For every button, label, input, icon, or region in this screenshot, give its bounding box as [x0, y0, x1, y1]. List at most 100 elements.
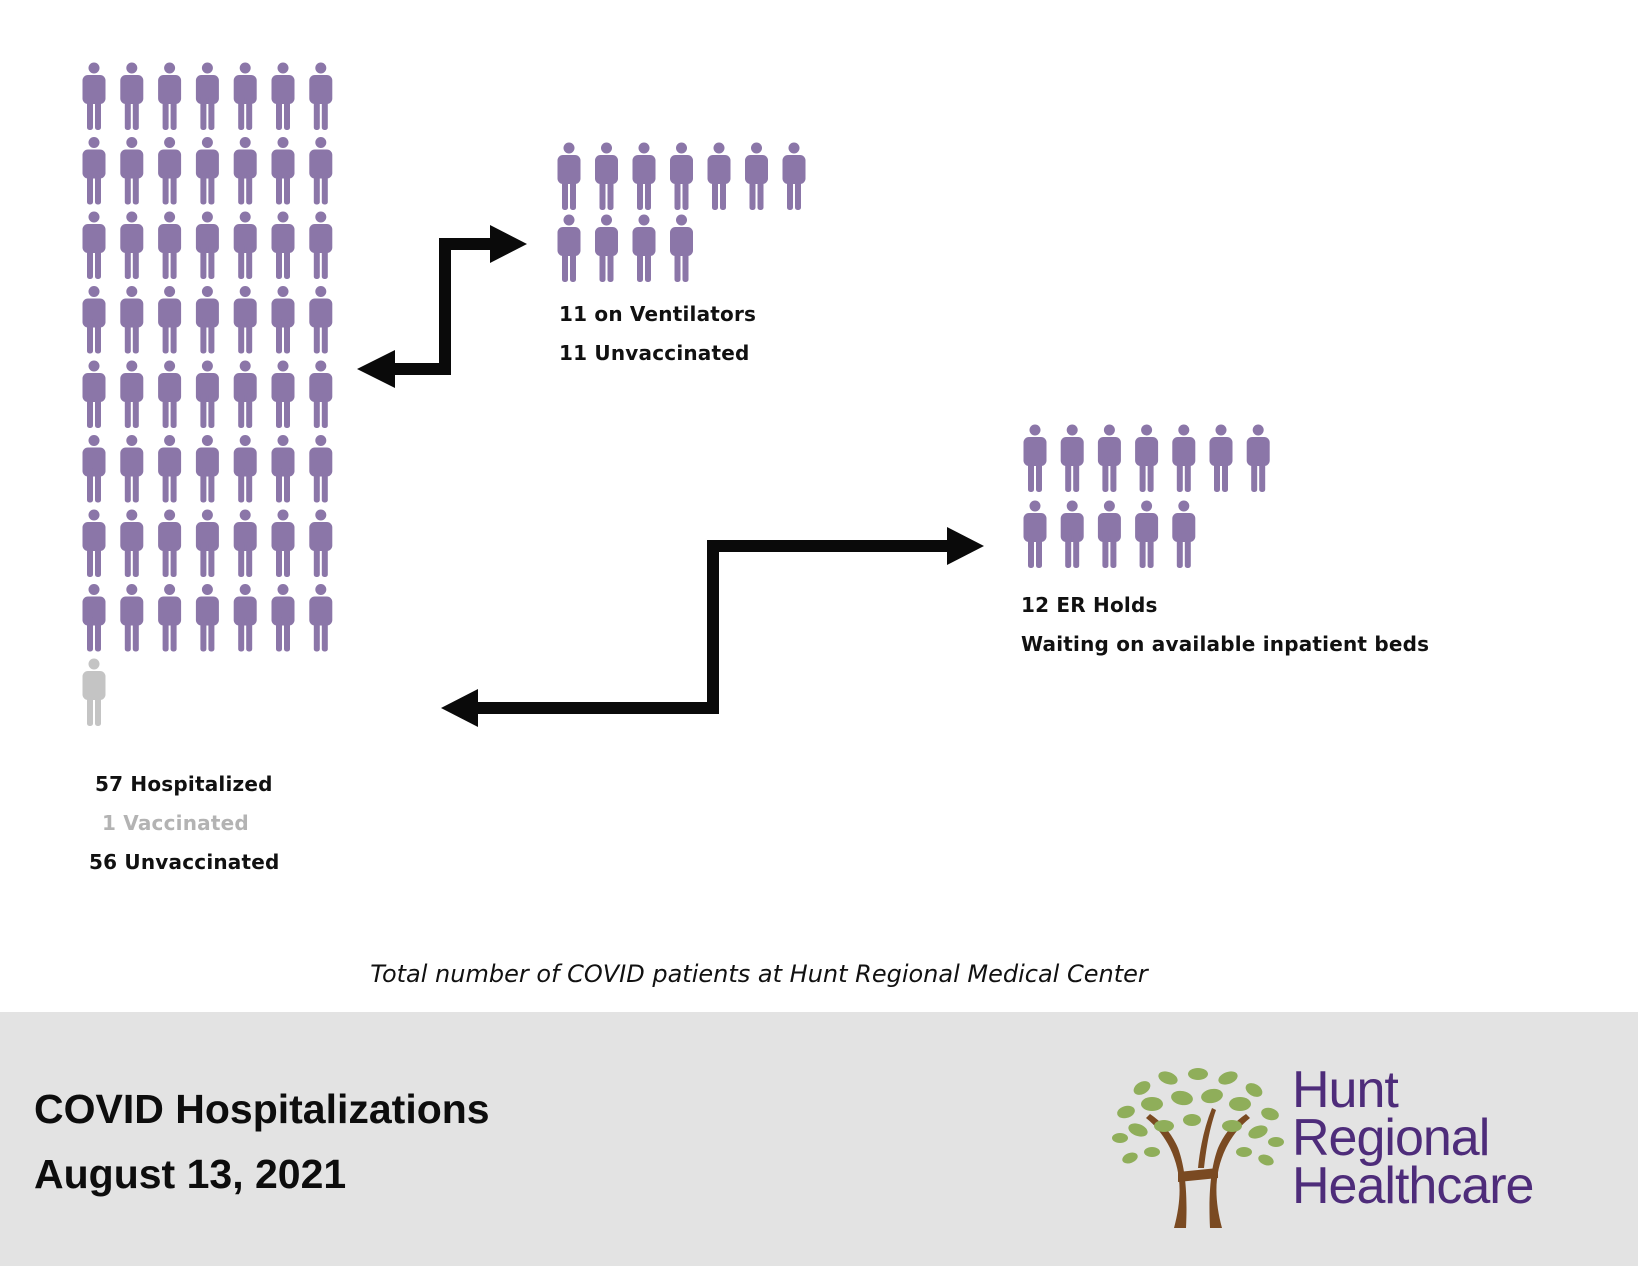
- person-icon-unvaccinated: [158, 286, 182, 354]
- person-icon-unvaccinated: [557, 142, 581, 210]
- person-icon-unvaccinated: [1135, 424, 1159, 492]
- person-icon-unvaccinated: [1172, 500, 1196, 568]
- person-icon-unvaccinated: [233, 435, 257, 503]
- person-icon-unvaccinated: [195, 137, 219, 205]
- footer-date: August 13, 2021: [34, 1151, 347, 1197]
- person-icon-unvaccinated: [158, 435, 182, 503]
- person-icon-unvaccinated: [309, 435, 333, 503]
- person-icon-unvaccinated: [158, 211, 182, 279]
- person-icon-unvaccinated: [271, 211, 295, 279]
- person-icon-unvaccinated: [82, 584, 106, 652]
- person-icon-unvaccinated: [233, 509, 257, 577]
- arrow-hospitalized-to-ventilators: [380, 238, 500, 375]
- tree-logo-icon: [1112, 1068, 1284, 1228]
- person-icon-unvaccinated: [782, 142, 806, 210]
- person-icon-unvaccinated: [82, 137, 106, 205]
- person-icon-unvaccinated: [233, 62, 257, 130]
- person-icon-unvaccinated: [195, 584, 219, 652]
- person-icon-unvaccinated: [120, 62, 144, 130]
- person-icon-unvaccinated: [309, 584, 333, 652]
- ventilators-unvaccinated-label: 11 Unvaccinated: [559, 341, 750, 365]
- person-icon-unvaccinated: [82, 360, 106, 428]
- hospitalized-count-label: 57 Hospitalized: [95, 772, 273, 796]
- person-icon-unvaccinated: [233, 211, 257, 279]
- person-icon-unvaccinated: [195, 435, 219, 503]
- er-holds-note-label: Waiting on available inpatient beds: [1021, 632, 1430, 656]
- person-icon-unvaccinated: [158, 584, 182, 652]
- person-icon-unvaccinated: [309, 509, 333, 577]
- person-icon-unvaccinated: [120, 286, 144, 354]
- person-icon-unvaccinated: [158, 360, 182, 428]
- pictograph-chart: [82, 62, 1270, 727]
- person-icon-unvaccinated: [120, 509, 144, 577]
- person-icon-unvaccinated: [271, 62, 295, 130]
- person-icon-unvaccinated: [271, 286, 295, 354]
- person-icon-unvaccinated: [309, 62, 333, 130]
- person-icon-unvaccinated: [195, 62, 219, 130]
- person-icon-unvaccinated: [309, 360, 333, 428]
- person-icon-unvaccinated: [707, 142, 731, 210]
- person-icon-unvaccinated: [1023, 500, 1047, 568]
- person-icon-unvaccinated: [745, 142, 768, 210]
- person-icon-unvaccinated: [195, 360, 219, 428]
- unvaccinated-count-label: 56 Unvaccinated: [89, 850, 280, 874]
- chart-caption: Total number of COVID patients at Hunt R…: [370, 960, 1148, 988]
- person-icon-unvaccinated: [120, 137, 144, 205]
- person-icon-unvaccinated: [233, 286, 257, 354]
- person-icon-unvaccinated: [233, 360, 257, 428]
- arrowhead-to-hospitalized-upper: [357, 350, 395, 388]
- person-icon-unvaccinated: [82, 509, 106, 577]
- person-icon-unvaccinated: [1060, 500, 1084, 568]
- person-icon-unvaccinated: [632, 214, 656, 282]
- person-icon-unvaccinated: [271, 137, 295, 205]
- footer-banner: COVID Hospitalizations August 13, 2021: [0, 1012, 1638, 1266]
- person-icon-unvaccinated: [120, 211, 144, 279]
- person-icon-unvaccinated: [82, 286, 106, 354]
- arrowhead-to-hospitalized-lower: [441, 689, 478, 727]
- person-icon-unvaccinated: [195, 509, 219, 577]
- person-icon-unvaccinated: [1060, 424, 1084, 492]
- logo-word-healthcare: Healthcare: [1292, 1157, 1534, 1215]
- person-icon-unvaccinated: [271, 360, 295, 428]
- person-icon-unvaccinated: [158, 137, 182, 205]
- person-icon-unvaccinated: [233, 137, 257, 205]
- person-icon-unvaccinated: [1172, 424, 1196, 492]
- person-icon-unvaccinated: [1097, 500, 1121, 568]
- er-holds-count-label: 12 ER Holds: [1021, 593, 1158, 617]
- person-icon-unvaccinated: [632, 142, 656, 210]
- footer-title: COVID Hospitalizations: [34, 1086, 490, 1132]
- person-icon-unvaccinated: [1246, 424, 1270, 492]
- person-icon-unvaccinated: [309, 137, 333, 205]
- arrow-hospitalized-to-er-holds: [470, 540, 955, 714]
- person-icon-unvaccinated: [670, 214, 693, 282]
- person-icon-unvaccinated: [120, 360, 144, 428]
- logo-word-hunt: Hunt: [1292, 1061, 1399, 1119]
- person-icon-unvaccinated: [82, 211, 106, 279]
- arrows: [357, 225, 984, 727]
- person-icon-unvaccinated: [195, 286, 219, 354]
- group-hospitalized: [82, 62, 333, 726]
- person-icon-unvaccinated: [271, 435, 295, 503]
- person-icon-unvaccinated: [557, 214, 581, 282]
- group-ventilators: [557, 142, 806, 282]
- person-icon-unvaccinated: [1097, 424, 1121, 492]
- logo-word-regional: Regional: [1292, 1109, 1490, 1167]
- person-icon-unvaccinated: [120, 435, 144, 503]
- person-icon-vaccinated: [82, 658, 106, 726]
- vaccinated-count-label: 1 Vaccinated: [102, 811, 249, 835]
- person-icon-unvaccinated: [309, 286, 333, 354]
- person-icon-unvaccinated: [271, 509, 295, 577]
- person-icon-unvaccinated: [1135, 500, 1159, 568]
- person-icon-unvaccinated: [670, 142, 693, 210]
- person-icon-unvaccinated: [271, 584, 295, 652]
- person-icon-unvaccinated: [158, 62, 182, 130]
- arrowhead-to-er-holds: [947, 527, 984, 565]
- group-er-holds: [1023, 424, 1270, 568]
- person-icon-unvaccinated: [195, 211, 219, 279]
- person-icon-unvaccinated: [595, 214, 618, 282]
- person-icon-unvaccinated: [1023, 424, 1047, 492]
- person-icon-unvaccinated: [82, 435, 106, 503]
- arrowhead-to-ventilators: [490, 225, 527, 263]
- person-icon-unvaccinated: [309, 211, 333, 279]
- person-icon-unvaccinated: [82, 62, 106, 130]
